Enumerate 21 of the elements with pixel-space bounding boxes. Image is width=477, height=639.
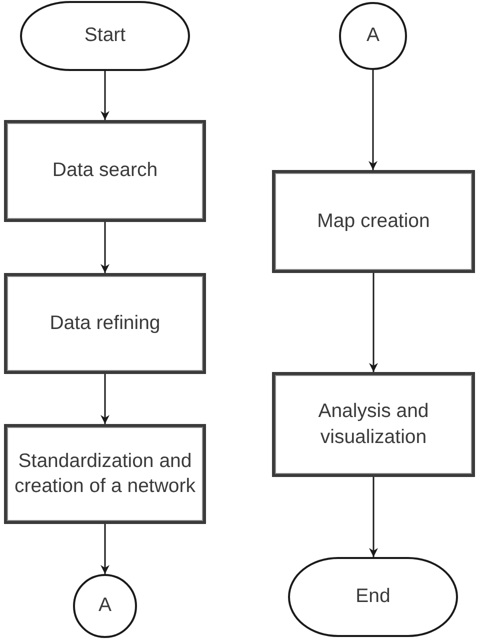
step-label: Analysis and visualization (317, 399, 430, 450)
arrow (100, 374, 110, 424)
process-box (4, 120, 206, 222)
process-box (272, 170, 475, 273)
arrow (368, 70, 378, 170)
terminal-label: Start (84, 23, 126, 48)
process-box (4, 273, 206, 374)
connector-label: A (366, 23, 380, 48)
arrow (369, 477, 378, 557)
process-box (4, 424, 206, 524)
arrow (369, 273, 378, 372)
step-label: Data refining (50, 310, 160, 336)
terminal-label: End (356, 584, 390, 610)
arrow (100, 222, 110, 273)
connector-label: A (98, 593, 112, 618)
step-label: Map creation (317, 208, 430, 234)
arrow (100, 71, 110, 120)
arrow (100, 524, 110, 574)
process-box (272, 372, 475, 477)
step-label: Data search (52, 158, 158, 184)
step-label: Standardization and creation of a network (13, 448, 196, 499)
